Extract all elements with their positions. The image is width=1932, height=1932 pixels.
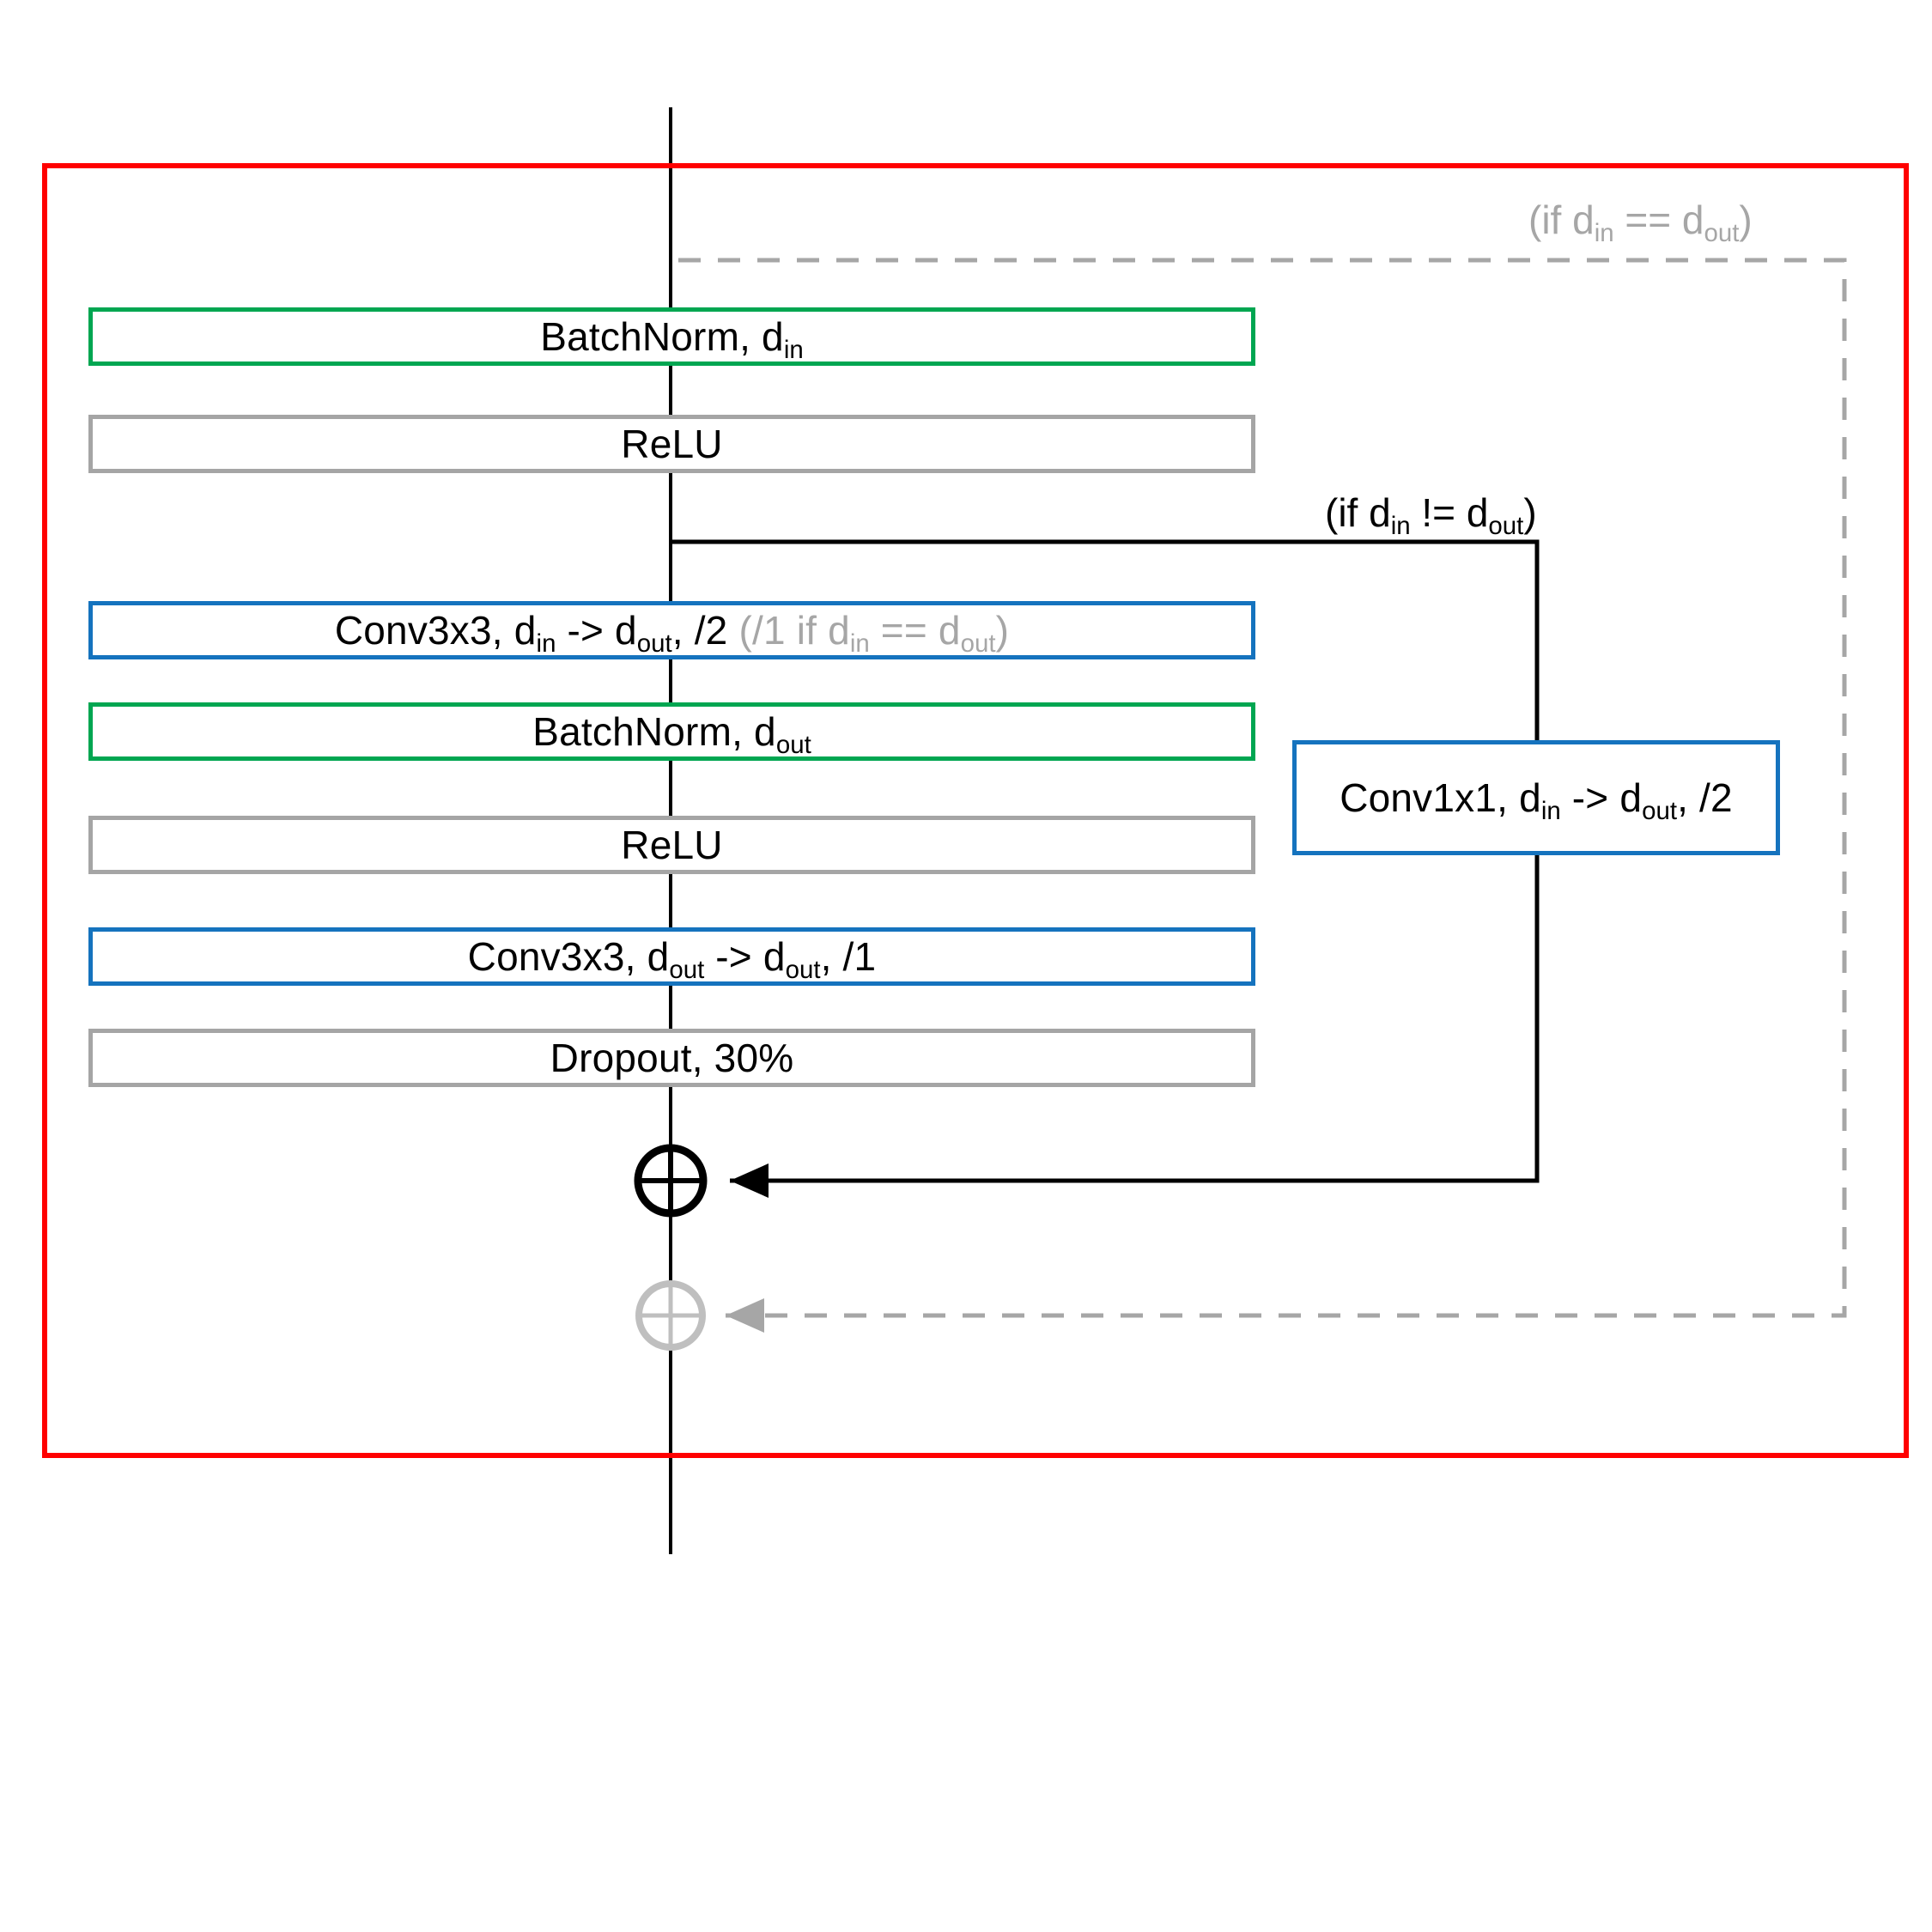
conv3x3-downsample-note: (/1 if din == dout) — [727, 608, 1010, 656]
dropout-box[interactable]: Dropout, 30% — [88, 1029, 1255, 1087]
residual-block-boundary — [42, 163, 1909, 1458]
batchnorm-in-box[interactable]: BatchNorm, din — [88, 307, 1255, 366]
conv3x3-downsample-s1: in — [536, 629, 556, 658]
conv1x1-projection-box[interactable]: Conv1x1, din -> dout, /2 — [1292, 740, 1780, 855]
projection-skip-path — [671, 539, 1540, 1198]
conv3x3-downsample-ms1: in — [849, 629, 870, 658]
batchnorm-out-label-text: BatchNorm, d — [532, 709, 776, 754]
conv1x1-s1: in — [1540, 796, 1561, 825]
conv3x3-downsample-mt3: ) — [995, 608, 1010, 653]
identity-skip-label-t1: (if d — [1528, 197, 1595, 242]
batchnorm-out-label: BatchNorm, dout — [532, 709, 811, 757]
conv3x3-downsample-box[interactable]: Conv3x3, din -> dout, /2 (/1 if din == d… — [88, 601, 1255, 659]
conv3x3-downsample-s2: out — [636, 629, 672, 658]
projection-skip-label-t2: != d — [1410, 490, 1489, 535]
batchnorm-out-box[interactable]: BatchNorm, dout — [88, 702, 1255, 761]
conv1x1-projection-label: Conv1x1, din -> dout, /2 — [1340, 775, 1733, 823]
relu-2-label: ReLU — [621, 823, 723, 867]
conv1x1-t1: Conv1x1, d — [1340, 775, 1541, 820]
identity-skip-label: (if din == dout) — [1528, 197, 1753, 246]
batchnorm-in-label-text: BatchNorm, d — [540, 314, 784, 359]
identity-skip-label-s1: in — [1594, 218, 1614, 247]
conv1x1-t3: , /2 — [1677, 775, 1733, 820]
relu-2-box[interactable]: ReLU — [88, 816, 1255, 874]
projection-skip-label-t1: (if d — [1325, 490, 1391, 535]
conv3x3-same-label: Conv3x3, dout -> dout, /1 — [467, 934, 877, 982]
conv3x3-same-box[interactable]: Conv3x3, dout -> dout, /1 — [88, 927, 1255, 986]
add-identity-operator — [635, 1280, 706, 1351]
conv3x3-downsample-t1: Conv3x3, d — [334, 608, 537, 653]
identity-skip-label-s2: out — [1704, 218, 1740, 247]
conv3x3-same-s2: out — [785, 955, 821, 984]
conv3x3-same-t1: Conv3x3, d — [467, 934, 670, 979]
conv1x1-t2: -> d — [1560, 775, 1643, 820]
add-projection-operator — [634, 1144, 708, 1218]
batchnorm-in-label: BatchNorm, din — [540, 314, 804, 362]
relu-1-box[interactable]: ReLU — [88, 415, 1255, 473]
conv3x3-same-t3: , /1 — [820, 934, 877, 979]
conv1x1-s2: out — [1642, 796, 1678, 825]
conv3x3-downsample-t3: , /2 — [671, 608, 728, 653]
conv3x3-downsample-mt2: == d — [869, 608, 961, 653]
conv3x3-downsample-t2: -> d — [556, 608, 637, 653]
batchnorm-out-label-sub: out — [775, 730, 811, 759]
diagram-wires — [42, 107, 1909, 1554]
projection-skip-label-t3: ) — [1523, 490, 1537, 535]
relu-1-label: ReLU — [621, 422, 723, 466]
identity-skip-label-t3: ) — [1739, 197, 1753, 242]
identity-skip-label-t2: == d — [1613, 197, 1704, 242]
projection-skip-label-s1: in — [1390, 511, 1411, 540]
conv3x3-same-t2: -> d — [704, 934, 786, 979]
conv3x3-downsample-ms2: out — [960, 629, 996, 658]
projection-skip-label-s2: out — [1488, 511, 1524, 540]
projection-skip-label: (if din != dout) — [1325, 490, 1537, 538]
identity-skip-path — [678, 258, 1847, 1333]
conv3x3-same-s1: out — [669, 955, 705, 984]
conv3x3-downsample-mt1: (/1 if d — [727, 608, 850, 653]
batchnorm-in-label-sub: in — [783, 335, 804, 364]
conv3x3-downsample-label: Conv3x3, din -> dout, /2 (/1 if din == d… — [334, 608, 1010, 656]
dropout-label: Dropout, 30% — [550, 1036, 794, 1080]
